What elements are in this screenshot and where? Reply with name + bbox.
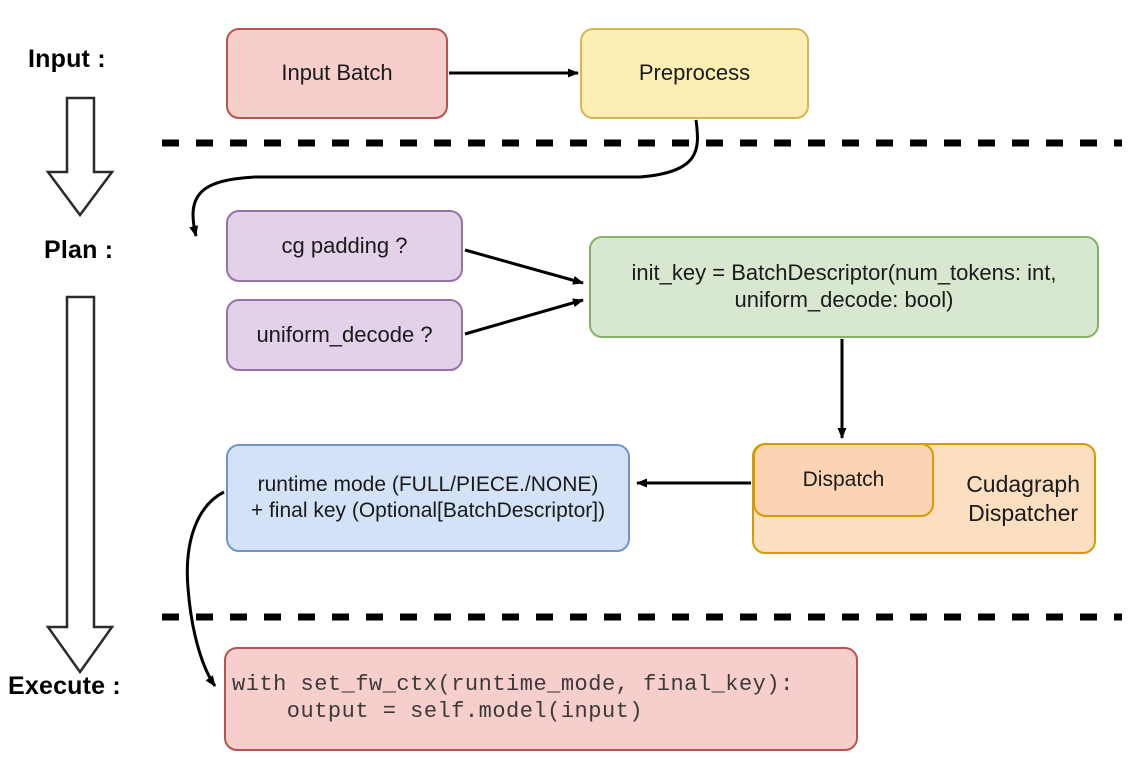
node-uniform-decode[interactable]: uniform_decode ? — [226, 299, 463, 371]
node-init-key-line2: uniform_decode: bool) — [734, 287, 954, 312]
node-cudagraph-dispatcher-line2: Dispatcher — [968, 499, 1079, 526]
node-runtime-mode-line2: + final key (Optional[BatchDescriptor]) — [250, 499, 606, 522]
node-preprocess[interactable]: Preprocess — [580, 28, 809, 119]
edge-runtime-mode-to-execute-code — [185, 490, 225, 687]
node-runtime-mode-line1: runtime mode (FULL/PIECE./NONE) — [257, 473, 599, 497]
node-execute-code-line1: with set_fw_ctx(runtime_mode, final_key)… — [232, 672, 794, 698]
node-execute-code-line2: output = self.model(input) — [232, 699, 644, 724]
node-uniform-decode-label: uniform_decode ? — [256, 321, 433, 347]
plan-to-execute-arrow — [45, 295, 115, 675]
node-input-batch[interactable]: Input Batch — [226, 28, 448, 119]
node-execute-code[interactable]: with set_fw_ctx(runtime_mode, final_key)… — [224, 647, 858, 751]
node-dispatch-label: Dispatch — [802, 468, 885, 492]
stage-label-plan: Plan : — [44, 236, 114, 264]
node-input-batch-label: Input Batch — [281, 60, 393, 86]
node-preprocess-label: Preprocess — [638, 60, 751, 86]
node-cg-padding[interactable]: cg padding ? — [226, 210, 463, 282]
stage-label-input: Input : — [28, 45, 106, 73]
node-cg-padding-label: cg padding ? — [281, 232, 408, 258]
node-cudagraph-dispatcher-line1: Cudagraph — [966, 471, 1080, 498]
node-dispatch[interactable]: Dispatch — [753, 443, 934, 517]
node-init-key[interactable]: init_key = BatchDescriptor(num_tokens: i… — [589, 236, 1099, 338]
node-runtime-mode[interactable]: runtime mode (FULL/PIECE./NONE) + final … — [226, 444, 630, 552]
stage-label-execute: Execute : — [8, 672, 121, 700]
edge-cg-padding-to-init-key — [464, 248, 584, 285]
edge-uniform-decode-to-init-key — [464, 298, 584, 336]
node-init-key-line1: init_key = BatchDescriptor(num_tokens: i… — [631, 260, 1057, 286]
input-to-plan-arrow — [45, 96, 115, 218]
